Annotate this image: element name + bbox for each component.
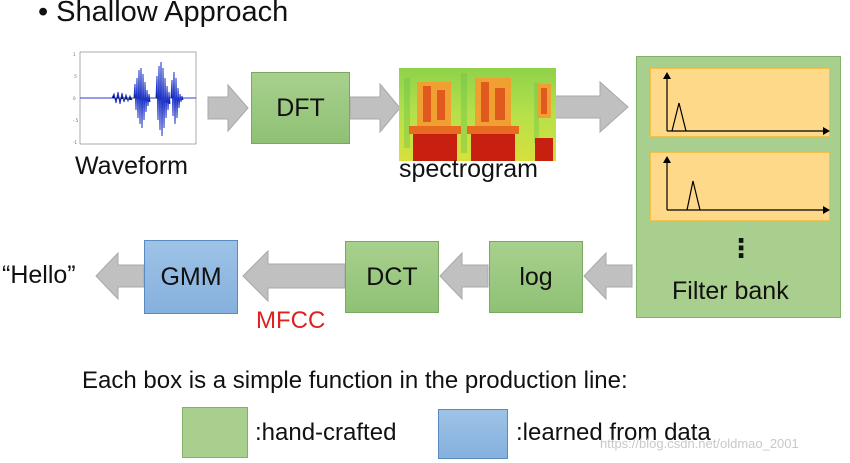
slide-title: •Shallow Approach <box>38 0 288 29</box>
watermark-text: https://blog.csdn.net/oldmao_2001 <box>600 436 799 451</box>
legend-hand-crafted-label: :hand-crafted <box>255 419 397 446</box>
filter-plot-2 <box>650 152 830 221</box>
log-label: log <box>519 262 553 291</box>
bullet-icon: • <box>38 0 49 28</box>
svg-text:0: 0 <box>73 96 76 101</box>
mfcc-label: MFCC <box>256 307 326 334</box>
arrow-spectrogram-to-filterbank <box>554 80 629 134</box>
legend-learned-label: :learned from data <box>516 419 711 446</box>
legend-swatch-hand-crafted <box>182 407 248 458</box>
title-text: Shallow Approach <box>56 0 289 28</box>
waveform-plot: 1 .5 0 -.5 -1 <box>73 51 197 145</box>
svg-text:1: 1 <box>73 52 76 57</box>
spectrogram-label: spectrogram <box>399 155 538 183</box>
svg-text:-.5: -.5 <box>73 118 79 123</box>
gmm-box: GMM <box>144 240 238 314</box>
legend-swatch-learned <box>438 409 508 459</box>
svg-text:-1: -1 <box>73 140 77 145</box>
caption-text: Each box is a simple function in the pro… <box>82 367 628 394</box>
gmm-label: GMM <box>160 262 222 291</box>
arrow-log-to-dct <box>439 251 489 301</box>
arrow-filterbank-to-log <box>583 251 633 301</box>
dct-box: DCT <box>345 241 439 313</box>
arrow-waveform-to-dft <box>207 83 249 133</box>
triangular-filter-chart-2 <box>663 156 830 214</box>
log-box: log <box>489 241 583 313</box>
arrow-dft-to-spectrogram <box>349 82 401 134</box>
filter-ellipsis-icon: ⋮ <box>728 233 754 263</box>
spectrogram-image <box>399 68 556 161</box>
output-hello-label: “Hello” <box>2 261 76 289</box>
svg-text:.5: .5 <box>73 74 77 79</box>
waveform-label: Waveform <box>75 152 188 180</box>
triangular-filter-chart-1 <box>663 72 830 135</box>
filter-bank-label: Filter bank <box>672 277 789 305</box>
dft-label: DFT <box>276 93 325 122</box>
filter-plot-1 <box>650 68 830 137</box>
dft-box: DFT <box>251 72 350 144</box>
arrow-dct-to-gmm <box>242 249 346 303</box>
dct-label: DCT <box>366 262 418 291</box>
arrow-gmm-to-hello <box>95 251 145 301</box>
